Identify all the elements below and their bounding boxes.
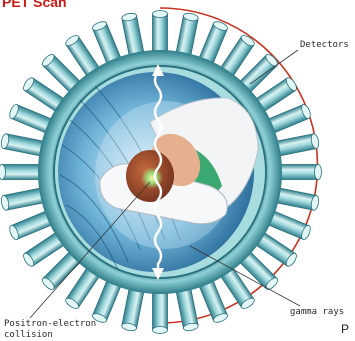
corner-letter: P — [341, 322, 349, 336]
gamma-rays-label: gamma rays — [290, 307, 344, 318]
detectors-label: Detectors — [300, 40, 349, 51]
collision-label-line2: collision — [4, 330, 53, 341]
collision-label-line1: Positron-electron — [4, 319, 96, 330]
